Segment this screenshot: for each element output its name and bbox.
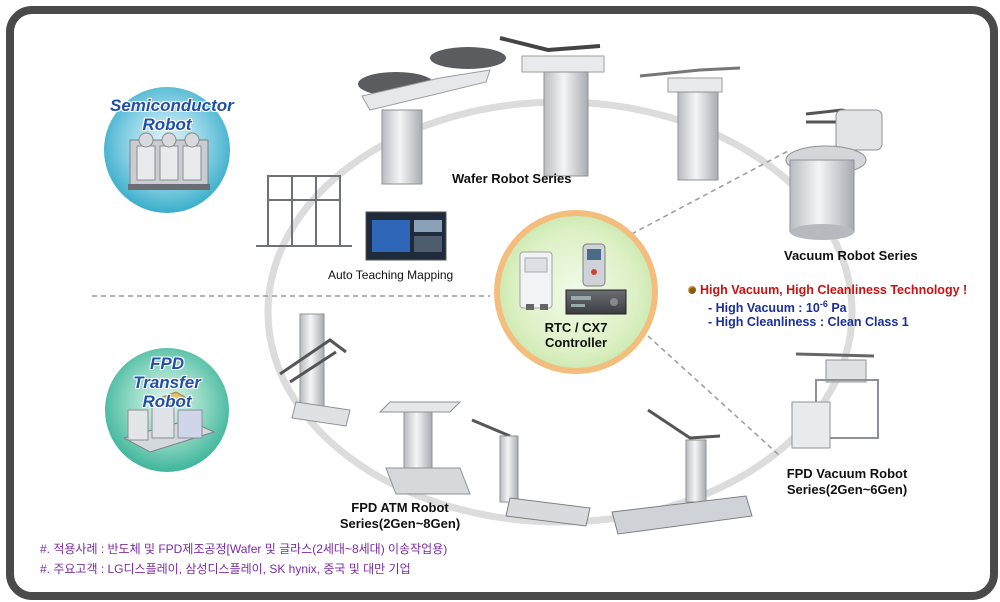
fpd-vacuum-robot-series-label: FPD Vacuum Robot Series(2Gen~6Gen): [782, 466, 912, 498]
wafer-robot-2: [499, 36, 605, 177]
fpd-vacuum-line2: Series(2Gen~6Gen): [786, 482, 908, 497]
bullet-icon: [688, 286, 696, 294]
semiconductor-equipment-icon: [128, 132, 210, 190]
controller-box-icon: [565, 289, 627, 315]
fpd-atm-line2: Series(2Gen~8Gen): [339, 516, 461, 531]
wafer-robot-3: [639, 66, 741, 181]
wafer-robot-series-label: Wafer Robot Series: [452, 171, 572, 186]
fpd-vacuum-robot: [791, 352, 879, 449]
application-note: #. 적용사례 : 반도체 및 FPD제조공정[Wafer 및 글라스(2세대~…: [40, 542, 448, 556]
auto-teaching-frame: [256, 175, 352, 247]
controller-cabinet-icon: [519, 251, 553, 310]
teach-pendant-icon: [582, 243, 606, 287]
teaching-screen: [365, 211, 447, 261]
fpd-linear-robot-2: [611, 408, 753, 535]
auto-teaching-mapping-label: Auto Teaching Mapping: [328, 268, 454, 282]
feature-high-cleanliness: - High Cleanliness : Clean Class 1: [708, 315, 909, 329]
feature-high-vacuum: - High Vacuum : 10-6 Pa: [708, 299, 847, 315]
dashed-dividers: [92, 149, 791, 457]
fpd-atm-robot-1: [279, 313, 351, 427]
fpd-atm-robot-series-label: FPD ATM Robot Series(2Gen~8Gen): [330, 500, 470, 532]
fpd-equipment-icon: [122, 391, 216, 453]
customer-note: #. 주요고객 : LG디스플레이, 삼성디스플레이, SK hynix, 중국…: [40, 562, 411, 576]
controller-circle: [494, 210, 658, 374]
fpd-atm-robot-2: [378, 401, 471, 495]
fpd-bubble: [105, 348, 229, 472]
semiconductor-robot-title: Semiconductor Robot: [110, 96, 234, 134]
controller-line2: Controller: [544, 335, 608, 350]
high-vacuum-prefix: - High Vacuum : 10: [708, 301, 820, 316]
fpd-title-line1: FPD: [150, 354, 184, 373]
semiconductor-bubble: [104, 87, 230, 213]
controller-label: RTC / CX7 Controller: [536, 320, 616, 350]
fpd-linear-robot-1: [471, 418, 591, 527]
controller-line1: RTC / CX7: [544, 320, 608, 335]
high-vacuum-unit: Pa: [827, 301, 847, 316]
semiconductor-title-line2: Robot: [142, 115, 192, 134]
wafer-robot-1: [358, 47, 506, 185]
fpd-transfer-robot-title: FPD Transfer Robot: [110, 354, 224, 411]
fpd-atm-line1: FPD ATM Robot: [351, 500, 449, 515]
fpd-vacuum-line1: FPD Vacuum Robot: [786, 466, 908, 481]
vacuum-robot: [785, 108, 883, 240]
high-vacuum-exponent: -6: [819, 299, 828, 309]
semiconductor-title-line1: Semiconductor: [110, 96, 234, 115]
vacuum-robot-series-label: Vacuum Robot Series: [784, 248, 918, 263]
feature-title: High Vacuum, High Cleanliness Technology…: [700, 283, 968, 297]
fpd-title-line2: Transfer Robot: [133, 373, 201, 411]
